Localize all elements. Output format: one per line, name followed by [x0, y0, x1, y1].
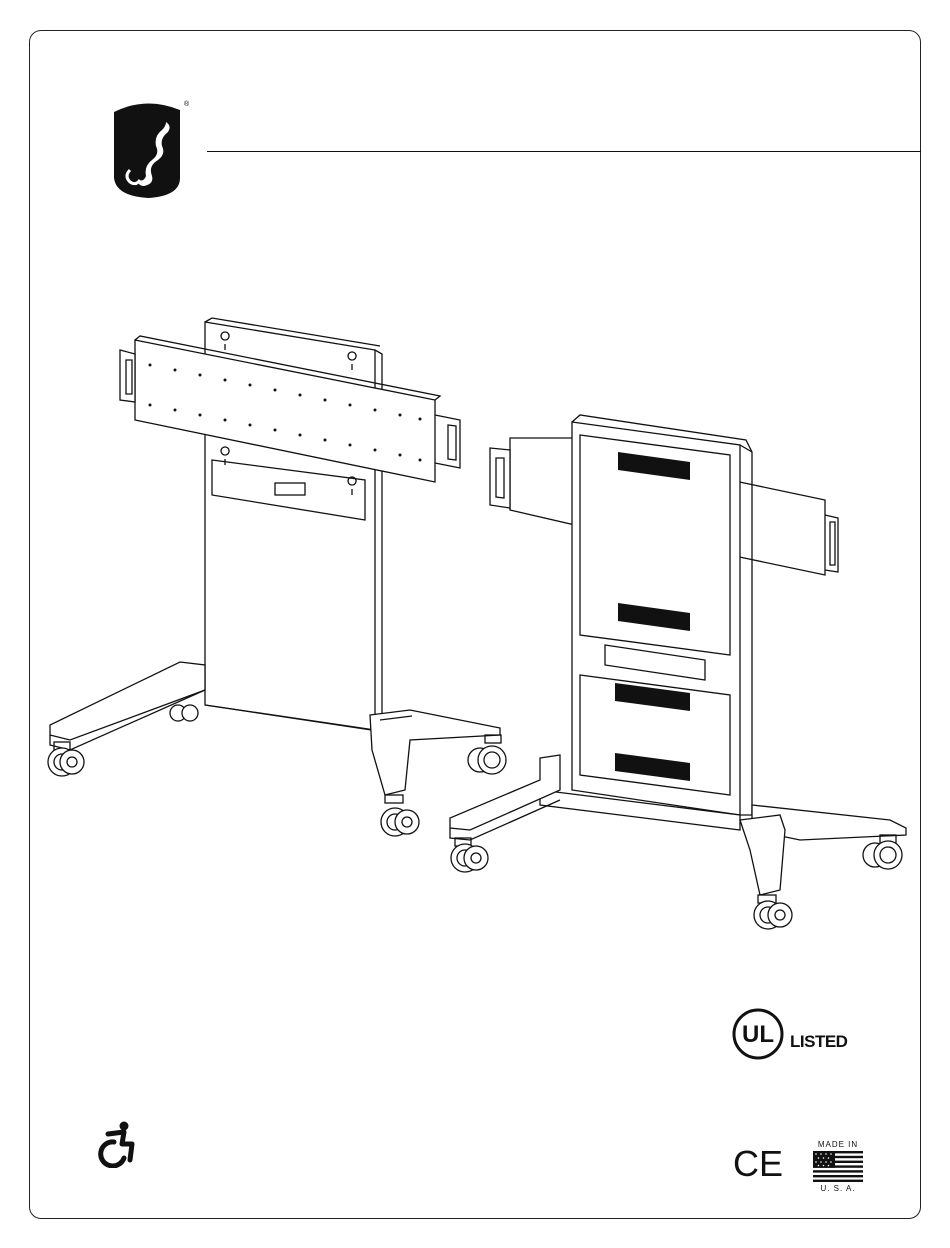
- ce-mark: CE: [728, 1143, 788, 1183]
- ce-text: CE: [733, 1143, 783, 1183]
- right-stand: [450, 415, 906, 929]
- caster: [451, 838, 488, 872]
- us-flag-icon: [813, 1151, 863, 1182]
- registered-mark: ®: [184, 100, 190, 108]
- header-rule: [207, 151, 921, 152]
- caster: [754, 895, 792, 929]
- usa-text: U. S. A.: [810, 1184, 866, 1193]
- made-in-usa-badge: MADE IN U. S. A.: [810, 1140, 866, 1196]
- left-stand: [48, 318, 506, 836]
- accessibility-icon: [94, 1120, 142, 1168]
- caster: [381, 795, 419, 836]
- made-in-text: MADE IN: [810, 1140, 866, 1149]
- caster: [468, 735, 506, 774]
- ul-listed-text: LISTED: [790, 1032, 847, 1052]
- salamander-logo-icon: ®: [108, 100, 194, 200]
- mobile-display-stand-drawing: [40, 310, 920, 940]
- ul-letters: UL: [742, 1021, 774, 1048]
- caster: [863, 835, 902, 869]
- caster: [48, 742, 84, 776]
